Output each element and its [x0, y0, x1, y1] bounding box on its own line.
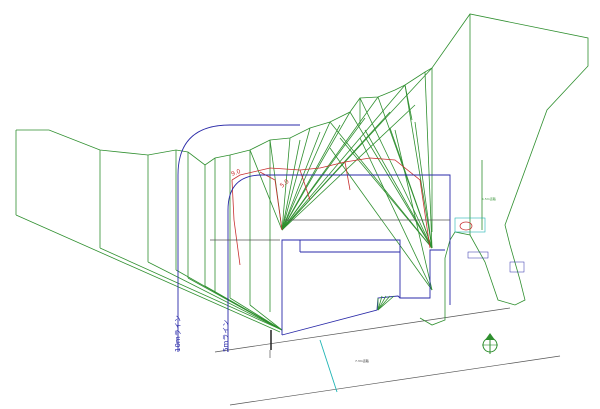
line-5m-label: 5mライン	[222, 320, 230, 352]
line-10m-label: 10mライン	[174, 315, 182, 352]
right-note: 1.5m道路	[482, 196, 496, 201]
shadow-fan-right	[329, 71, 433, 291]
right-markers: 1.5m道路	[454, 196, 525, 273]
red-markers: 9.0 5.0	[230, 168, 290, 190]
shadow-fan-left	[249, 67, 433, 231]
marker-2: 5.0	[279, 178, 291, 190]
north-arrow-icon	[482, 333, 498, 354]
shadow-envelope	[15, 13, 589, 333]
building-outline	[177, 124, 451, 352]
corner-fan	[377, 295, 395, 311]
marker-1: 9.0	[230, 168, 242, 178]
road: 7.3m道路	[214, 307, 561, 406]
road-label: 7.3m道路	[355, 358, 369, 363]
